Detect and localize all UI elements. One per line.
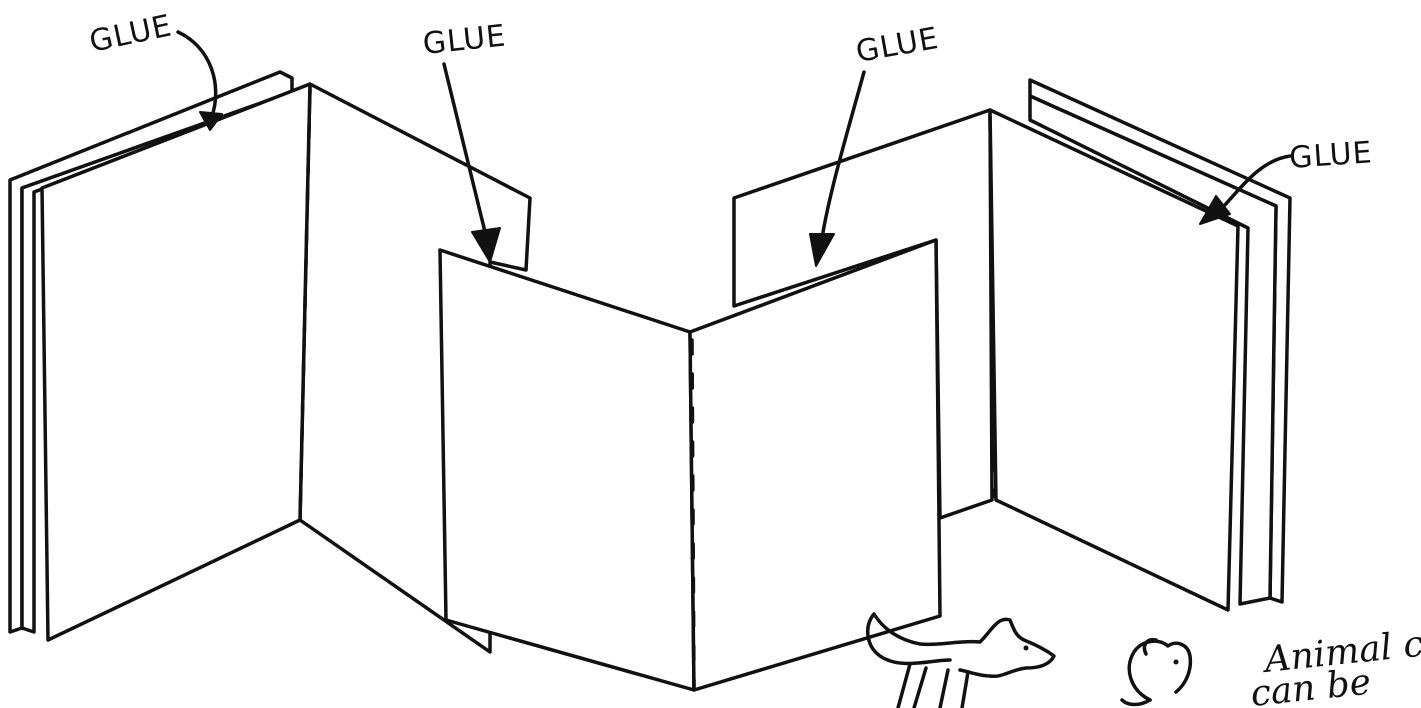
glue-text-4: GLUE [1288, 135, 1374, 176]
glue-label-4: GLUE [1199, 135, 1374, 225]
glue-arrow-1 [176, 30, 218, 118]
left-fold-line [298, 88, 312, 520]
mouse-drawing [1120, 637, 1193, 707]
right-cover-board [1028, 78, 1292, 606]
glue-arrowhead-4 [1199, 195, 1231, 225]
glue-arrowhead-2 [471, 227, 501, 263]
glue-text-1: GLUE [86, 8, 175, 60]
glue-label-1: GLUE [86, 8, 223, 131]
glue-arrow-3 [820, 70, 866, 240]
right-fold-line [988, 114, 996, 498]
glue-text-3: GLUE [853, 21, 941, 70]
glue-arrowhead-1 [199, 111, 223, 131]
left-front-panel [40, 82, 312, 642]
right-front-panel [988, 108, 1240, 612]
glue-label-2: GLUE [421, 18, 508, 263]
center-fold-line [690, 338, 696, 688]
center-right-panel [688, 238, 942, 692]
center-left-panel [438, 248, 696, 692]
glue-arrowhead-3 [809, 233, 835, 267]
glue-arrow-4 [1222, 154, 1292, 208]
fox-drawing [866, 612, 1056, 708]
handwritten-note: Animal c can be [1249, 624, 1421, 708]
glue-text-2: GLUE [421, 18, 508, 62]
glue-arrow-2 [442, 62, 488, 238]
